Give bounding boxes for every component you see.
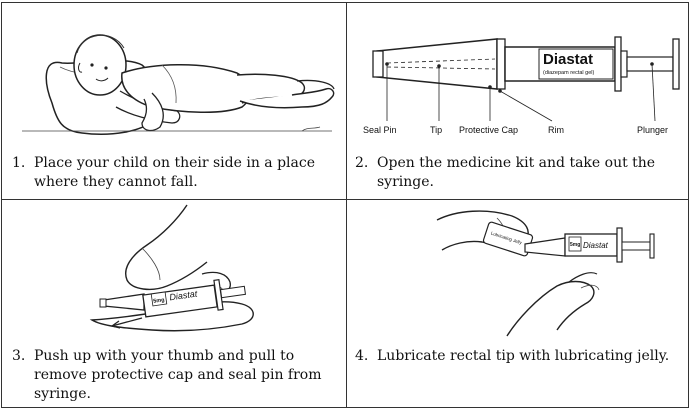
step-number: 3.: [12, 348, 26, 364]
pull-arrow-icon: [111, 317, 143, 329]
tip-label: Tip: [430, 125, 442, 135]
syringe-brand-text: Diastat: [583, 241, 609, 250]
vertical-divider: [346, 3, 347, 407]
dose-label: 5mg: [570, 242, 580, 248]
step-1-panel: 1. Place your child on their side in a p…: [2, 3, 346, 199]
hands-lubricating-tip-illustration: Lubricating Jelly 5mg Diastat: [436, 210, 655, 337]
step-4-panel: Lubricating Jelly 5mg Diastat 4. Lubrica…: [347, 200, 688, 407]
step-text: Push up with your thumb and pull to remo…: [34, 348, 322, 402]
protective-cap-label: Protective Cap: [459, 125, 518, 135]
step-text: Place your child on their side in a plac…: [34, 155, 315, 190]
seal-pin-label: Seal Pin: [363, 125, 397, 135]
brand-logo-text: Diastat: [543, 51, 593, 68]
syringe-diagram: Diastat (diazepam rectal gel) Seal Pin T…: [363, 36, 680, 135]
step-text: Lubricate rectal tip with lubricating je…: [377, 348, 670, 364]
step-text: Open the medicine kit and take out the s…: [377, 155, 656, 190]
hands-removing-cap-illustration: 5mg Diastat: [89, 204, 254, 332]
step-3-panel: 5mg Diastat 3. Push up with your thumb a…: [2, 200, 346, 407]
horizontal-divider: [2, 199, 688, 200]
syringe-brand-text: Diastat: [169, 289, 199, 303]
child-lying-illustration: [22, 34, 335, 136]
step-3-caption: 3. Push up with your thumb and pull to r…: [12, 347, 342, 405]
dose-label: 5mg: [153, 297, 165, 305]
step-2-caption: 2. Open the medicine kit and take out th…: [355, 154, 685, 194]
rim-label: Rim: [548, 125, 564, 135]
step-number: 2.: [355, 155, 369, 171]
step-2-panel: Diastat (diazepam rectal gel) Seal Pin T…: [347, 3, 688, 199]
step-number: 1.: [12, 155, 26, 171]
step-number: 4.: [355, 348, 369, 364]
step-4-caption: 4. Lubricate rectal tip with lubricating…: [355, 347, 685, 387]
brand-subtitle: (diazepam rectal gel): [543, 70, 595, 76]
plunger-label: Plunger: [637, 125, 668, 135]
step-1-caption: 1. Place your child on their side in a p…: [12, 154, 342, 194]
